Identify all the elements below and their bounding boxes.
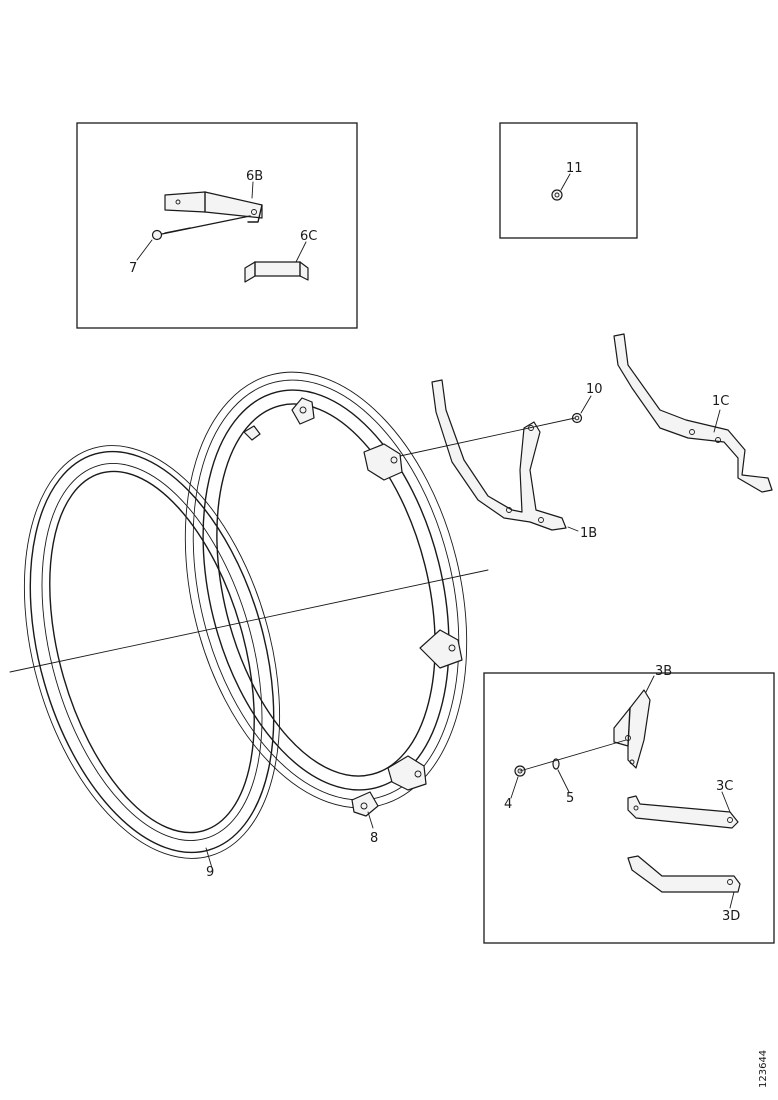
leader-6b (251, 181, 254, 199)
callout-3b: 3B (655, 664, 672, 679)
nut-10: 10 (571, 382, 603, 424)
assembly-line-upper (399, 417, 576, 457)
inset-box-bracket-6: 6B 6C 7 (76, 122, 358, 329)
callout-4: 4 (504, 797, 512, 812)
leader-1c (713, 409, 721, 433)
bracket-6c (244, 261, 309, 283)
callout-11: 11 (566, 161, 583, 176)
callout-5: 5 (566, 791, 574, 806)
leader-10 (580, 395, 592, 414)
leader-3c (721, 791, 731, 813)
drawing-number: 123644 (758, 1050, 769, 1088)
assembly-line-3 (519, 739, 627, 772)
leader-8 (367, 811, 374, 829)
callout-3d: 3D (722, 909, 740, 924)
bracket-3b (613, 689, 651, 769)
washer-5 (552, 758, 560, 770)
callout-7: 7 (129, 261, 137, 276)
ring-lugs (243, 397, 463, 817)
leader-5 (557, 769, 570, 793)
inset-box-nut-11: 11 (499, 122, 638, 239)
bracket-3c (627, 795, 739, 829)
callout-6b: 6B (246, 169, 263, 184)
leader-4 (510, 776, 519, 799)
bracket-6b (164, 191, 263, 223)
rubber-ring-9 (23, 445, 281, 859)
inset-box-bracket-3: 3B 3C 3D 4 5 (483, 664, 775, 944)
bracket-1c: 1C (613, 333, 773, 493)
leader-3b (645, 675, 655, 693)
leader-9 (205, 847, 213, 869)
leader-6c (295, 241, 307, 263)
callout-8: 8 (370, 831, 378, 846)
callout-9: 9 (206, 865, 214, 880)
leader-11 (560, 173, 571, 191)
nut-11 (551, 189, 563, 201)
callout-1b: 1B (580, 526, 597, 541)
callout-3c: 3C (716, 779, 733, 794)
leader-1b (567, 526, 579, 532)
bracket-3d (627, 855, 741, 893)
leader-7 (136, 239, 153, 261)
callout-1c: 1C (712, 394, 729, 409)
bolt-7 (151, 215, 251, 241)
assembly-centre-line (9, 569, 489, 673)
callout-6c: 6C (300, 229, 317, 244)
bracket-1b: 1B (431, 379, 597, 541)
mounting-ring-8 (184, 371, 468, 809)
leader-3d (729, 891, 735, 909)
callout-10: 10 (586, 382, 603, 397)
